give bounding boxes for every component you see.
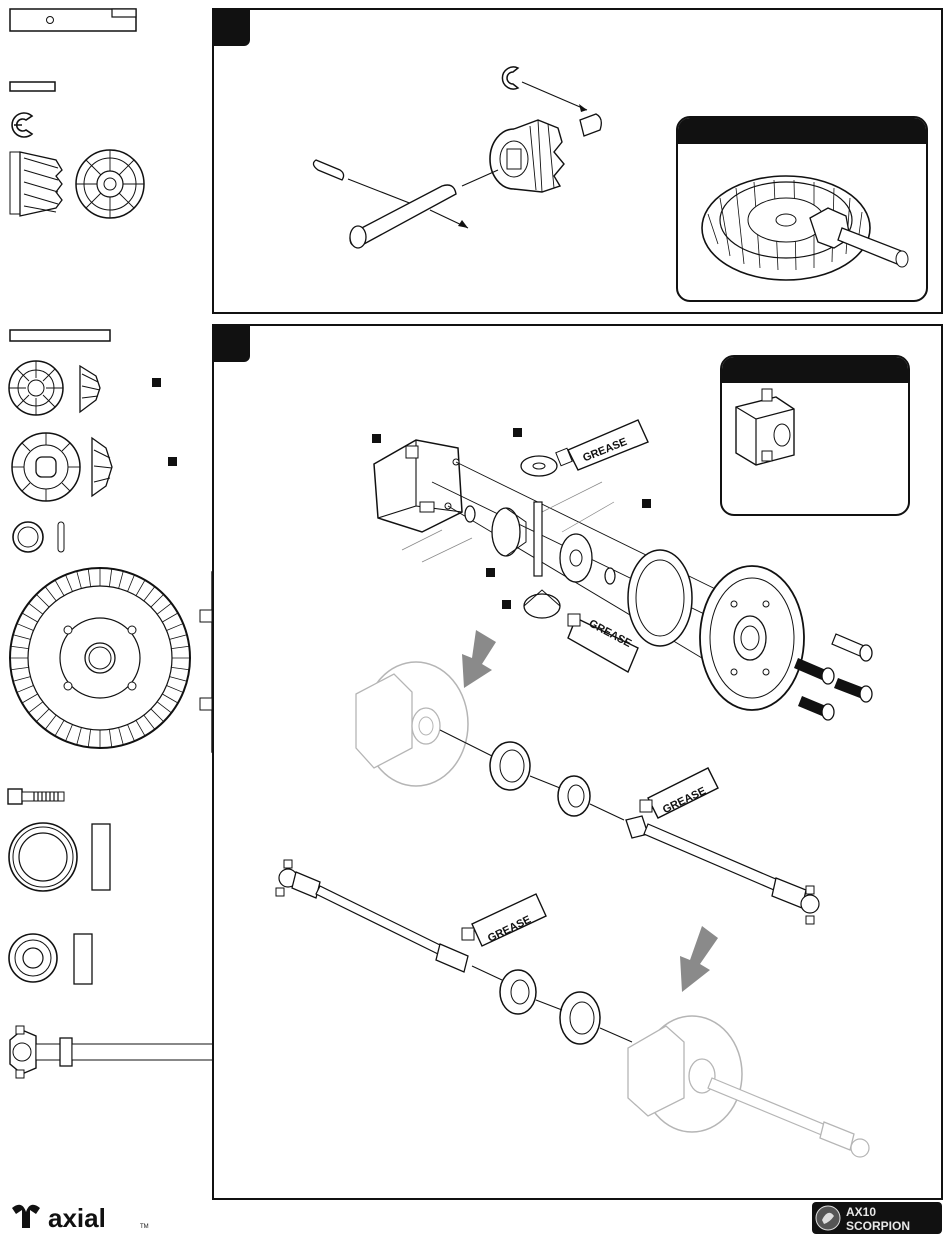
screw-icon <box>8 789 64 804</box>
note-marker-icon <box>168 457 177 466</box>
brand-name: axial <box>48 1203 106 1233</box>
short-pin-icon <box>10 82 55 91</box>
e-clip-icon <box>12 113 32 137</box>
small-bevel-gear-icon <box>9 361 100 415</box>
e-clip-icon <box>502 67 518 89</box>
bevel-gear-icon <box>492 508 526 556</box>
grease-tube-icon: GREASE <box>640 768 718 818</box>
pinion-gear-front-icon <box>76 150 144 218</box>
driveshaft-icon <box>626 816 819 924</box>
bevel-gear-icon <box>560 534 592 582</box>
scorpion-emblem-icon: AX10 SCORPION <box>812 1202 942 1234</box>
small-pin-icon <box>313 160 343 180</box>
screw-icon <box>798 696 834 720</box>
ring-gear-icon <box>700 566 804 710</box>
note-marker-icon <box>642 499 651 508</box>
note-marker-icon <box>372 434 381 443</box>
drive-pin-icon <box>10 9 136 31</box>
ring-gear-side-icon <box>200 572 212 752</box>
ax10-scorpion-logo: AX10 SCORPION <box>812 1202 942 1234</box>
product-name-line1: AX10 <box>846 1205 876 1219</box>
step-panel-2: GREASE GREASE GREASE GREASE <box>212 324 943 1200</box>
bearing-icon <box>500 970 536 1014</box>
product-name-line2: SCORPION <box>846 1219 910 1233</box>
long-pin-icon <box>10 330 110 341</box>
note-marker-icon <box>513 428 522 437</box>
note-marker-icon <box>486 568 495 577</box>
bearing-icon <box>560 992 600 1044</box>
driveshaft-icon <box>10 1026 212 1078</box>
axial-logo: axial TM <box>8 1198 158 1238</box>
pinion-gear-side-icon <box>10 152 62 216</box>
assembled-gear-illustration <box>678 144 926 300</box>
large-bevel-gear-icon <box>12 433 112 501</box>
grease-tube-icon: GREASE <box>568 614 638 672</box>
assembled-diff-ghost-icon <box>356 662 468 786</box>
assembled-diff-ghost-icon <box>628 1016 869 1157</box>
screw-icon <box>834 678 872 702</box>
bearing-icon <box>558 776 590 816</box>
grease-tube-icon: GREASE <box>462 894 546 946</box>
step-2-exploded-diagram: GREASE GREASE GREASE GREASE <box>214 326 941 1198</box>
bearing-icon <box>490 742 530 790</box>
bearing-icon <box>9 823 110 891</box>
bevel-gear-icon <box>521 456 557 476</box>
screw-icon <box>832 634 872 661</box>
driveshaft-icon <box>276 860 468 972</box>
ring-gear-icon <box>10 568 190 748</box>
assembled-view-callout <box>676 116 928 302</box>
step-panel-1 <box>212 8 943 314</box>
parts-list-column <box>0 0 212 1200</box>
note-marker-icon <box>502 600 511 609</box>
note-marker-icon <box>152 378 161 387</box>
bearing-small-icon <box>9 934 92 984</box>
axial-logo-mark-icon: axial TM <box>8 1198 158 1238</box>
grease-tube-icon: GREASE <box>556 420 648 470</box>
screw-icon <box>794 658 834 684</box>
direction-arrow-icon <box>462 630 496 688</box>
callout-header <box>678 118 926 144</box>
pinion-gear-icon <box>490 120 564 192</box>
washer-side-icon <box>58 522 64 552</box>
diff-case-open-icon <box>374 440 462 532</box>
bevel-gear-icon <box>524 590 560 618</box>
direction-arrow-icon <box>680 926 718 992</box>
trademark-mark: TM <box>140 1224 149 1230</box>
cross-pin-icon <box>534 502 542 576</box>
